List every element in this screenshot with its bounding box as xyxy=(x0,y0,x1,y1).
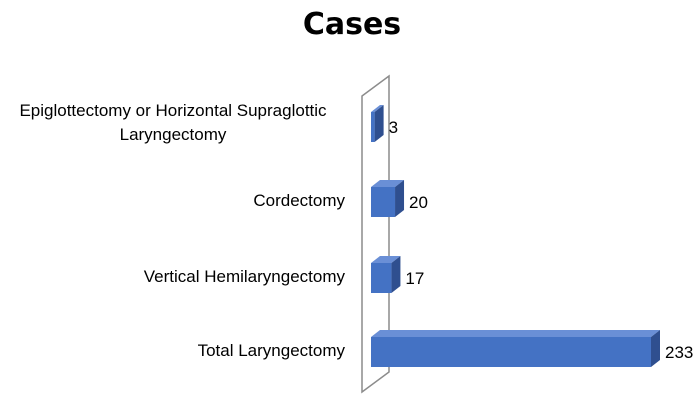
bar-front-face xyxy=(371,187,396,217)
bar-side-face xyxy=(391,256,401,293)
chart-title: Cases xyxy=(303,7,401,42)
bar-side-face xyxy=(651,330,660,367)
bar-side-face xyxy=(374,105,384,142)
category-labels: Epiglottectomy or Horizontal Supraglotti… xyxy=(19,101,345,360)
bar-top-face xyxy=(371,105,384,112)
bar-total-laryngectomy xyxy=(371,330,660,367)
bar-front-face xyxy=(371,112,375,142)
value-labels: 3 20 17 233 xyxy=(389,118,694,362)
bar-top-face xyxy=(371,330,660,337)
axis-wall xyxy=(361,74,390,394)
bar-epiglottectomy-or-horizontal-supraglottic-laryngectomy xyxy=(371,105,384,142)
value-label-vertical-hemilaryngectomy: 17 xyxy=(405,269,424,288)
value-label-total-laryngectomy: 233 xyxy=(665,343,693,362)
bar-cordectomy xyxy=(371,180,405,217)
category-label-cordectomy: Cordectomy xyxy=(253,191,345,210)
bars-group xyxy=(371,105,660,367)
bar-front-face xyxy=(371,263,392,293)
bar-vertical-hemilaryngectomy xyxy=(371,256,401,293)
category-label-total-laryngectomy: Total Laryngectomy xyxy=(198,341,346,360)
value-label-epiglottectomy-or-horizontal-supraglottic-laryngectomy: 3 xyxy=(389,118,398,137)
bar-top-face xyxy=(371,180,405,187)
value-label-cordectomy: 20 xyxy=(409,193,428,212)
category-label-vertical-hemilaryngectomy: Vertical Hemilaryngectomy xyxy=(144,267,346,286)
category-label-epiglottectomy-or-horizontal-supraglottic-laryngectomy: Epiglottectomy or Horizontal Supraglotti… xyxy=(19,101,327,144)
bar-side-face xyxy=(395,180,405,217)
bar-top-face xyxy=(371,256,401,263)
bar-front-face xyxy=(371,337,651,367)
